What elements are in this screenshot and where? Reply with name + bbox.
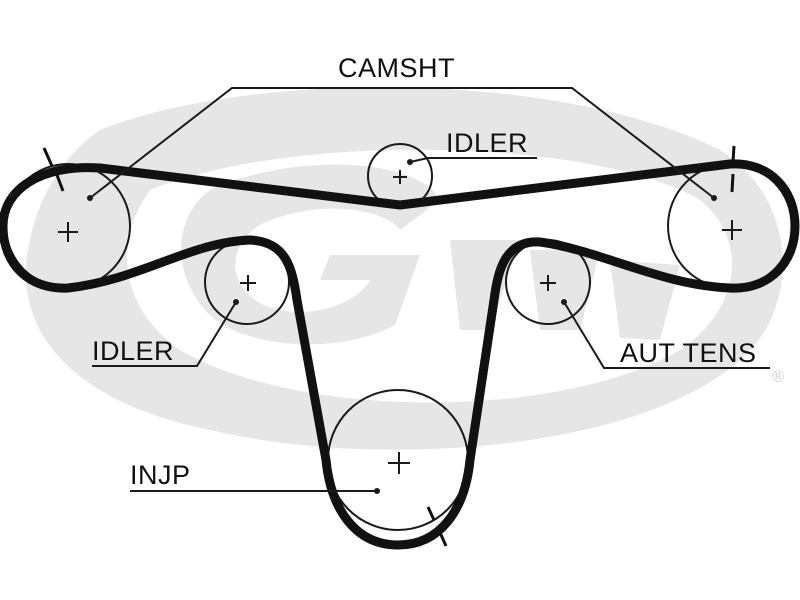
center-mark-idler-left: [240, 275, 256, 291]
label-camshaft: CAMSHT: [338, 53, 455, 83]
leader-auto-tensioner: [563, 301, 770, 369]
center-mark-injection-pump: [388, 452, 410, 474]
center-mark-cam-left: [58, 222, 78, 242]
watermark-letter-g: [181, 164, 440, 345]
registered-mark: ®: [770, 367, 786, 386]
label-auto-tensioner: AUT TENS: [620, 338, 757, 368]
leader-dot-cam-left: [87, 195, 93, 201]
timing-mark-pump-inner: [426, 506, 436, 521]
timing-marks: [42, 145, 736, 547]
timing-mark-cam-right-bottom: [730, 173, 735, 193]
leader-dot-injection-pump: [374, 488, 380, 494]
timing-belt: [0, 159, 800, 550]
watermark-letters-ates: [450, 240, 680, 340]
leader-idler-left: [92, 301, 237, 367]
label-injection-pump: INJP: [130, 460, 191, 490]
leader-dots: [87, 159, 717, 494]
leader-dot-idler-top: [407, 159, 413, 165]
label-idler-top: IDLER: [446, 128, 528, 158]
timing-mark-cam-left-top: [42, 147, 54, 167]
leader-camshaft: [89, 87, 715, 199]
center-mark-cam-right: [722, 220, 742, 240]
timing-mark-cam-left-bottom: [55, 174, 65, 192]
center-mark-tensioner: [540, 275, 556, 291]
leader-dot-cam-right: [711, 195, 717, 201]
leader-idler-top: [409, 157, 537, 163]
timing-mark-cam-right-top: [731, 145, 736, 163]
timing-mark-pump-outer: [436, 527, 448, 547]
leader-dot-tensioner: [561, 299, 567, 305]
pulley-centers: [58, 170, 742, 474]
label-idler-left: IDLER: [92, 336, 174, 366]
leader-dot-idler-left: [233, 299, 239, 305]
leader-lines: [89, 87, 770, 492]
center-mark-idler-top: [393, 170, 407, 184]
